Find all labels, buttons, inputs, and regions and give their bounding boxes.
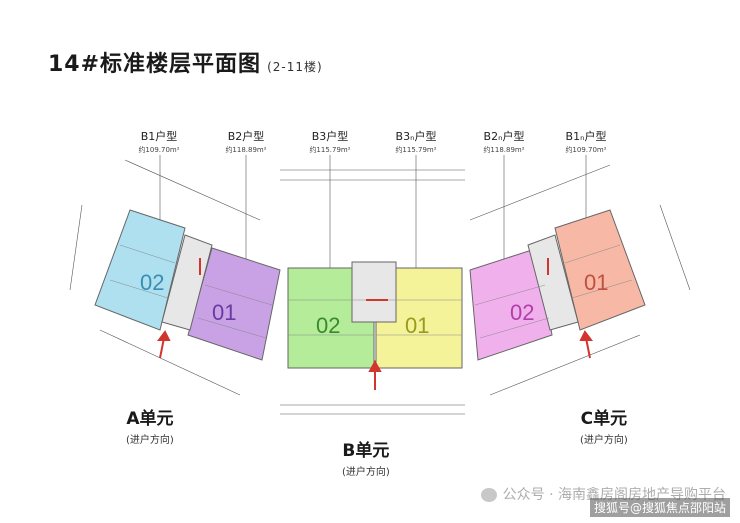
page-title: 14#标准楼层平面图 (2-11楼) (48, 46, 323, 78)
type-label-b1: B1户型 约109.70m² (138, 130, 180, 154)
core-b (351, 261, 397, 323)
type-label-b2: B2户型 约118.89m² (225, 130, 267, 154)
room-number: 02 (510, 300, 534, 325)
room-number: 02 (316, 313, 340, 338)
core-c (527, 234, 579, 331)
dimension-line (659, 204, 691, 291)
apartment-b2n (469, 247, 553, 361)
title-sub: (2-11楼) (267, 60, 323, 74)
room-number: 01 (584, 270, 608, 295)
room-number: 01 (212, 300, 236, 325)
wechat-icon (480, 488, 497, 502)
entry-arrow (159, 337, 165, 359)
entry-arrow (585, 337, 591, 359)
unit-label-b: B单元 (进户方向) (342, 441, 390, 478)
dimension-line (99, 329, 241, 396)
dimension-line (489, 334, 641, 396)
type-label-b3n: B3ₙ户型 约115.79m² (395, 130, 437, 154)
dimension-line (124, 159, 261, 221)
dimension-line (69, 204, 83, 291)
apartment-b1n (554, 209, 646, 331)
type-label-b2n: B2ₙ户型 约118.89m² (483, 130, 525, 154)
room-number: 01 (405, 313, 429, 338)
type-label-b1n: B1ₙ户型 约109.70m² (565, 130, 607, 154)
type-label-b3: B3户型 约115.79m² (309, 130, 351, 154)
unit-label-c: C单元 (进户方向) (580, 409, 628, 446)
sohu-watermark: 搜狐号@搜狐焦点邵阳站 (589, 498, 730, 517)
entry-arrow-head (157, 330, 171, 341)
title-main: 14#标准楼层平面图 (48, 52, 262, 77)
room-number: 02 (140, 270, 164, 295)
unit-label-a: A单元 (进户方向) (126, 409, 174, 446)
dimension-line (469, 164, 611, 221)
entry-arrow-head (579, 330, 593, 341)
entry-arrow-head (368, 359, 382, 372)
apartment-b1-a (94, 209, 186, 331)
